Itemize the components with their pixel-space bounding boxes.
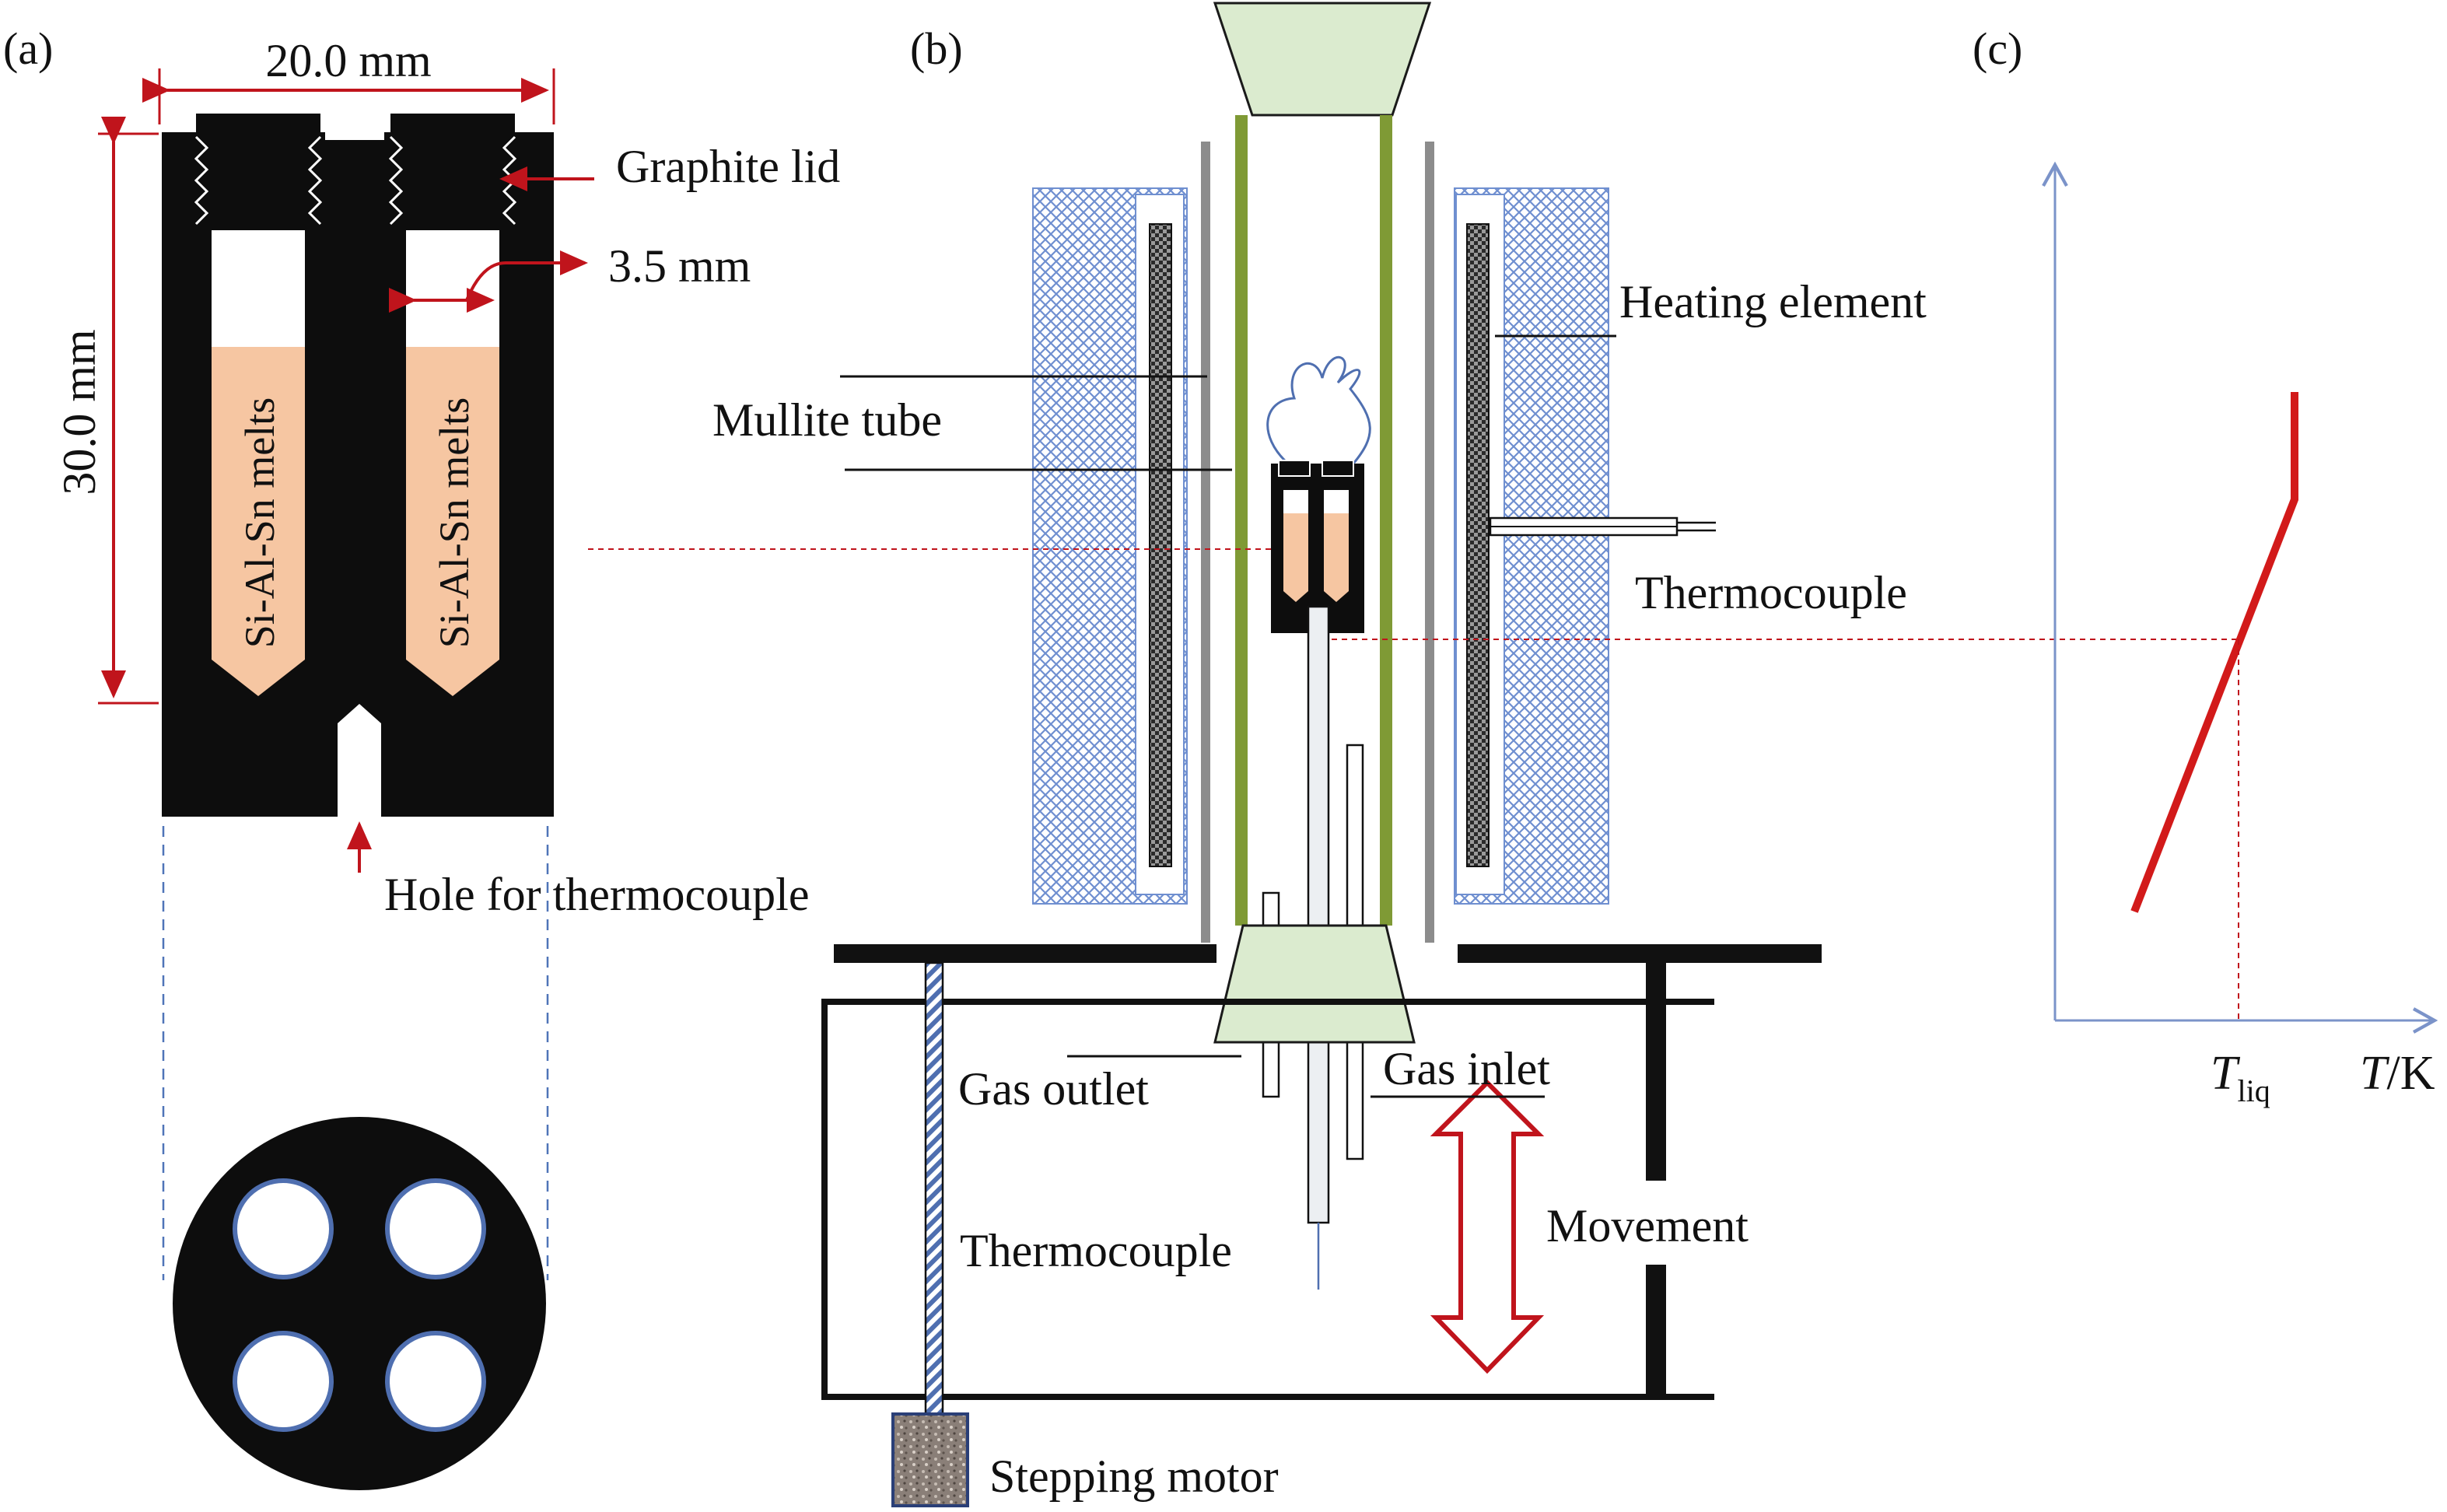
temperature-profile-curve bbox=[2130, 392, 2298, 913]
gas-outlet-label: Gas outlet bbox=[958, 1063, 1149, 1115]
width-dimension-label: 20.0 mm bbox=[265, 35, 431, 86]
stepping-motor-label: Stepping motor bbox=[989, 1451, 1279, 1502]
left-cavity-empty bbox=[212, 230, 305, 347]
heating-element-label: Heating element bbox=[1619, 276, 1927, 327]
panel-a: (a) Si-Al-Sn melts Si-Al-Sn melts bbox=[3, 23, 840, 1490]
hole-width-label: 3.5 mm bbox=[608, 240, 751, 292]
right-heating-element bbox=[1466, 223, 1490, 867]
right-cavity-empty bbox=[406, 230, 499, 347]
mullite-tube-label: Mullite tube bbox=[712, 394, 942, 446]
push-rod bbox=[1307, 605, 1330, 1224]
rod-thermocouple-label: Thermocouple bbox=[960, 1225, 1232, 1276]
left-graphite-lid bbox=[194, 114, 323, 230]
thermocouple-hole-slot bbox=[338, 704, 381, 817]
width-dimension bbox=[142, 68, 555, 124]
crucible-top-gap bbox=[325, 132, 384, 140]
melt-bubble bbox=[1266, 355, 1371, 465]
outer-tube-wall-right bbox=[1425, 142, 1434, 943]
height-dimension-label: 30.0 mm bbox=[54, 329, 105, 495]
mullite-tube-wall-right bbox=[1380, 115, 1392, 926]
top-stopper bbox=[1213, 2, 1432, 117]
stepping-motor bbox=[891, 1412, 969, 1507]
left-melt bbox=[212, 347, 305, 696]
support-frame bbox=[821, 963, 1714, 1400]
base-plate-left bbox=[834, 944, 1216, 963]
panel-a-label: (a) bbox=[3, 23, 53, 74]
thermocouple-hole-label: Hole for thermocouple bbox=[384, 869, 809, 920]
movement-arrow bbox=[1430, 1079, 1545, 1374]
motor-screw-rod bbox=[924, 961, 944, 1416]
outer-tube-wall-left bbox=[1201, 142, 1210, 943]
left-melt-label: Si-Al-Sn melts bbox=[236, 397, 283, 649]
graphite-lid-label: Graphite lid bbox=[616, 141, 840, 192]
x-axis-label: T/K bbox=[2360, 1047, 2435, 1100]
side-thermocouple-label: Thermocouple bbox=[1635, 567, 1907, 618]
right-melt bbox=[406, 347, 499, 696]
hole-width-dimension bbox=[389, 250, 588, 313]
base-plate-right bbox=[1458, 944, 1822, 963]
panel-c: (c) Tliq T/K bbox=[1973, 23, 2438, 1108]
gas-inlet-label: Gas inlet bbox=[1383, 1043, 1550, 1094]
panel-b-label: (b) bbox=[910, 23, 963, 74]
height-dimension bbox=[98, 117, 159, 705]
panel-c-label: (c) bbox=[1973, 23, 2022, 74]
bottom-stopper bbox=[1213, 924, 1416, 1044]
right-graphite-lid bbox=[388, 114, 517, 230]
left-heating-element bbox=[1149, 223, 1172, 867]
right-melt-label: Si-Al-Sn melts bbox=[431, 397, 478, 649]
movement-label: Movement bbox=[1546, 1200, 1749, 1251]
t-liq-label: Tliq bbox=[2211, 1047, 2270, 1108]
crucible-top-view bbox=[173, 1117, 546, 1490]
crucible-in-furnace bbox=[1271, 460, 1364, 633]
panel-b: (b) bbox=[588, 2, 2239, 1507]
mullite-tube-wall-left bbox=[1235, 115, 1248, 926]
side-thermocouple bbox=[1489, 516, 1716, 537]
